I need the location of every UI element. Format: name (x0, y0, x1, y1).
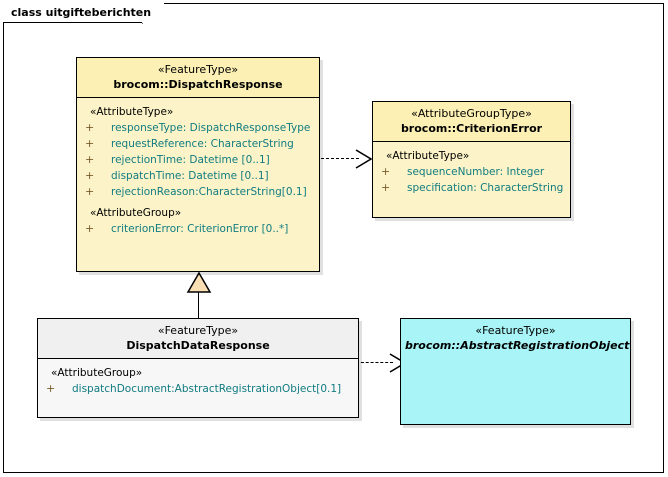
attribute-visibility: + (85, 222, 95, 235)
attribute-row[interactable]: + specification: CharacterString (377, 180, 566, 196)
attribute-visibility: + (85, 153, 95, 166)
class-header-criterion-error: «AttributeGroupType» brocom::CriterionEr… (373, 102, 570, 142)
class-name: DispatchDataResponse (126, 339, 270, 352)
class-stereotype: «FeatureType» (157, 63, 239, 76)
class-header-dispatch-data-response: «FeatureType» DispatchDataResponse (38, 319, 358, 359)
class-name: brocom::CriterionError (400, 122, 543, 135)
attribute-visibility: + (381, 165, 391, 178)
dependency-arrowhead-criterionerror (355, 149, 373, 169)
attribute-label: responseType: DispatchResponseType (111, 122, 311, 134)
class-name: brocom::AbstractRegistrationObject (405, 339, 630, 352)
class-box-dispatch-data-response[interactable]: «FeatureType» DispatchDataResponse «Attr… (37, 318, 359, 418)
class-box-dispatch-response[interactable]: «FeatureType» brocom::DispatchResponse «… (76, 57, 320, 272)
diagram-frame (3, 3, 664, 473)
attribute-visibility: + (85, 185, 95, 198)
dependency-line-dispatchdataresponse-abstractregistrationobject (356, 362, 393, 363)
attribute-label: dispatchDocument:AbstractRegistrationObj… (72, 383, 342, 395)
diagram-frame-title: class uitgifteberichten (11, 6, 152, 19)
attribute-label: criterionError: CriterionError [0..*] (111, 223, 289, 235)
class-body-dispatch-response: «AttributeType» + responseType: DispatchR… (77, 98, 319, 243)
attribute-label: specification: CharacterString (407, 182, 564, 194)
class-stereotype: «AttributeGroupType» (411, 107, 532, 120)
class-box-abstract-registration-object[interactable]: «FeatureType» brocom::AbstractRegistrati… (400, 318, 631, 425)
attribute-visibility: + (381, 181, 391, 194)
class-header-dispatch-response: «FeatureType» brocom::DispatchResponse (77, 58, 319, 98)
attribute-row[interactable]: + requestReference: CharacterString (81, 136, 315, 152)
compartment-group-label: «AttributeType» (386, 150, 470, 162)
attribute-row[interactable]: + responseType: DispatchResponseType (81, 120, 315, 136)
class-box-criterion-error[interactable]: «AttributeGroupType» brocom::CriterionEr… (372, 101, 571, 218)
class-body-criterion-error: «AttributeType» + sequenceNumber: Integer… (373, 142, 570, 202)
class-header-abstract-registration-object: «FeatureType» brocom::AbstractRegistrati… (401, 319, 630, 358)
attribute-visibility: + (85, 169, 95, 182)
attribute-row[interactable]: + sequenceNumber: Integer (377, 164, 566, 180)
compartment-group-label: «AttributeGroup» (90, 207, 182, 219)
generalization-triangle-dispatchresponse (186, 271, 212, 293)
attribute-label: sequenceNumber: Integer (407, 166, 545, 178)
attribute-label: requestReference: CharacterString (111, 138, 294, 150)
class-name: brocom::DispatchResponse (113, 78, 283, 91)
attribute-label: rejectionTime: Datetime [0..1] (111, 154, 270, 166)
attribute-label: rejectionReason:CharacterString[0.1] (111, 186, 307, 198)
attribute-visibility: + (85, 137, 95, 150)
attribute-row[interactable]: + criterionError: CriterionError [0..*] (81, 221, 315, 237)
compartment-group-label: «AttributeGroup» (51, 367, 143, 379)
class-stereotype: «FeatureType» (475, 324, 556, 337)
attribute-row[interactable]: + rejectionTime: Datetime [0..1] (81, 152, 315, 168)
attribute-row[interactable]: + rejectionReason:CharacterString[0.1] (81, 184, 315, 200)
attribute-row[interactable]: + dispatchDocument:AbstractRegistrationOb… (42, 381, 354, 397)
attribute-visibility: + (85, 121, 95, 134)
attribute-visibility: + (46, 382, 56, 395)
attribute-row[interactable]: + dispatchTime: Datetime [0..1] (81, 168, 315, 184)
compartment-group-label: «AttributeType» (90, 106, 174, 118)
diagram-frame-tab-notch (142, 3, 164, 24)
class-body-dispatch-data-response: «AttributeGroup» + dispatchDocument:Abstr… (38, 359, 358, 403)
dependency-line-dispatchresponse-criterionerror (321, 158, 359, 159)
generalization-line-dispatchdataresponse-dispatchresponse (198, 292, 199, 320)
attribute-label: dispatchTime: Datetime [0..1] (111, 170, 269, 182)
class-stereotype: «FeatureType» (157, 324, 239, 337)
